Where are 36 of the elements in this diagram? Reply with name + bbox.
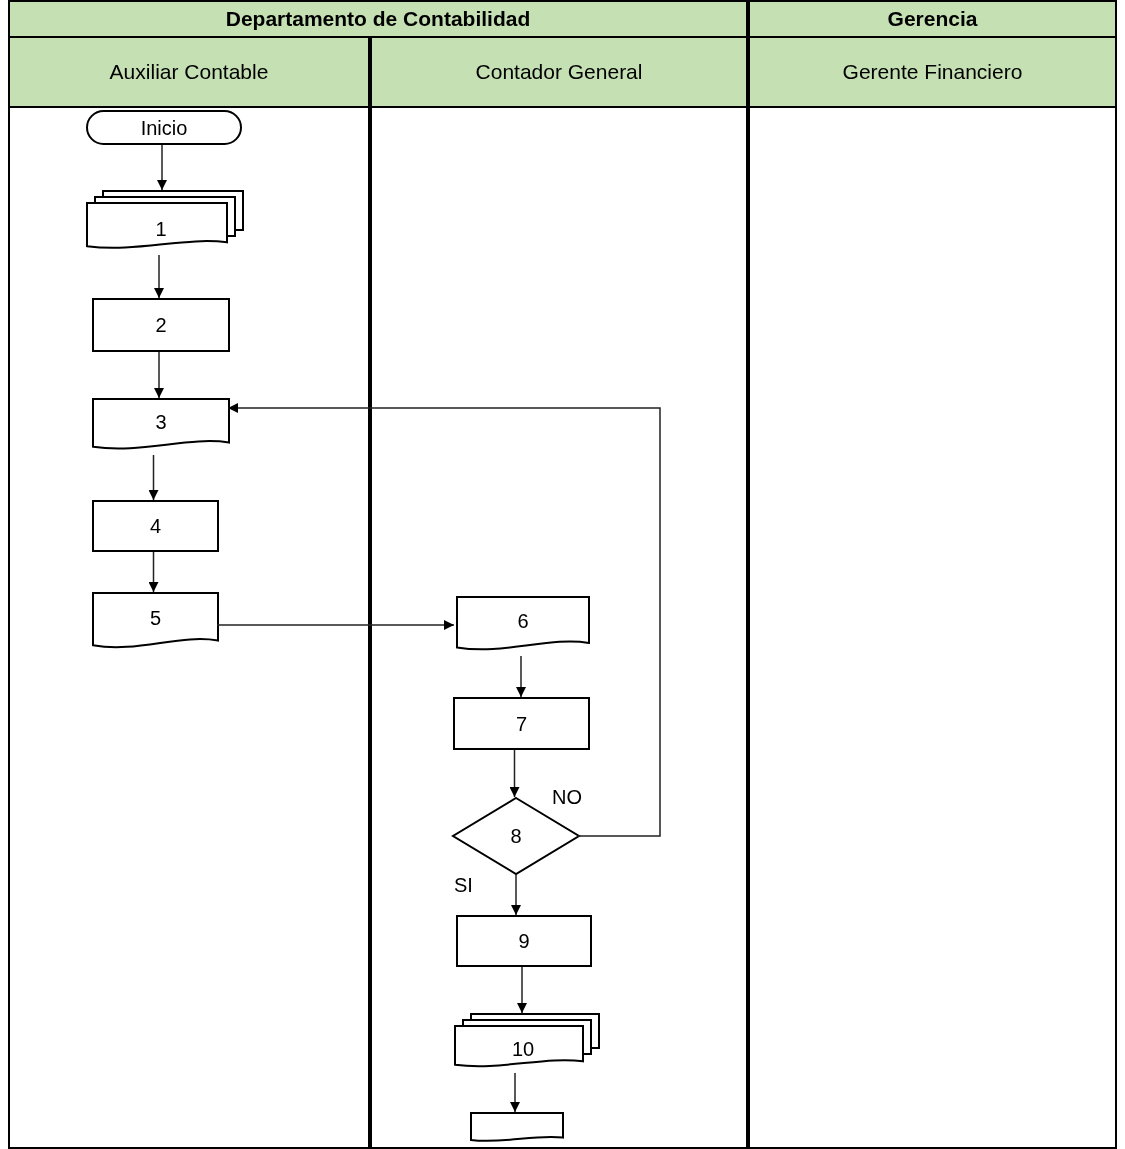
arrow [517,966,527,1014]
swimlane [370,38,748,1149]
node-label: 5 [149,606,162,630]
arrow [227,403,661,837]
department-header: Departamento de Contabilidad [8,0,748,38]
arrow [148,551,159,593]
node-label: 8 [510,824,522,848]
node-label: 6 [517,609,529,633]
lane-header: Contador General [372,38,746,108]
node-label: 9 [518,929,530,953]
process-box [453,697,590,750]
node-label: 4 [149,514,162,538]
arrow [157,144,167,191]
node-label: 3 [155,410,167,434]
lane-header: Gerente Financiero [750,38,1115,108]
process-box [456,915,592,967]
arrow [154,254,164,299]
lane-header: Auxiliar Contable [10,38,368,108]
node-label: 7 [515,712,528,735]
process-box [92,500,219,552]
arrow [510,1072,520,1113]
node-label: Inicio [140,116,188,139]
arrow [216,620,455,630]
arrow [148,454,159,501]
arrow [511,874,521,916]
node-label: 2 [155,313,167,337]
node-label: 1 [155,217,167,241]
swimlane [748,38,1117,1149]
arrow [516,655,526,698]
start-terminal [86,110,242,145]
department-header: Gerencia [748,0,1117,38]
arrow [154,351,164,399]
arrow [509,749,520,798]
process-box [92,298,230,352]
node-label: 10 [511,1037,535,1061]
swimlane [8,38,370,1149]
